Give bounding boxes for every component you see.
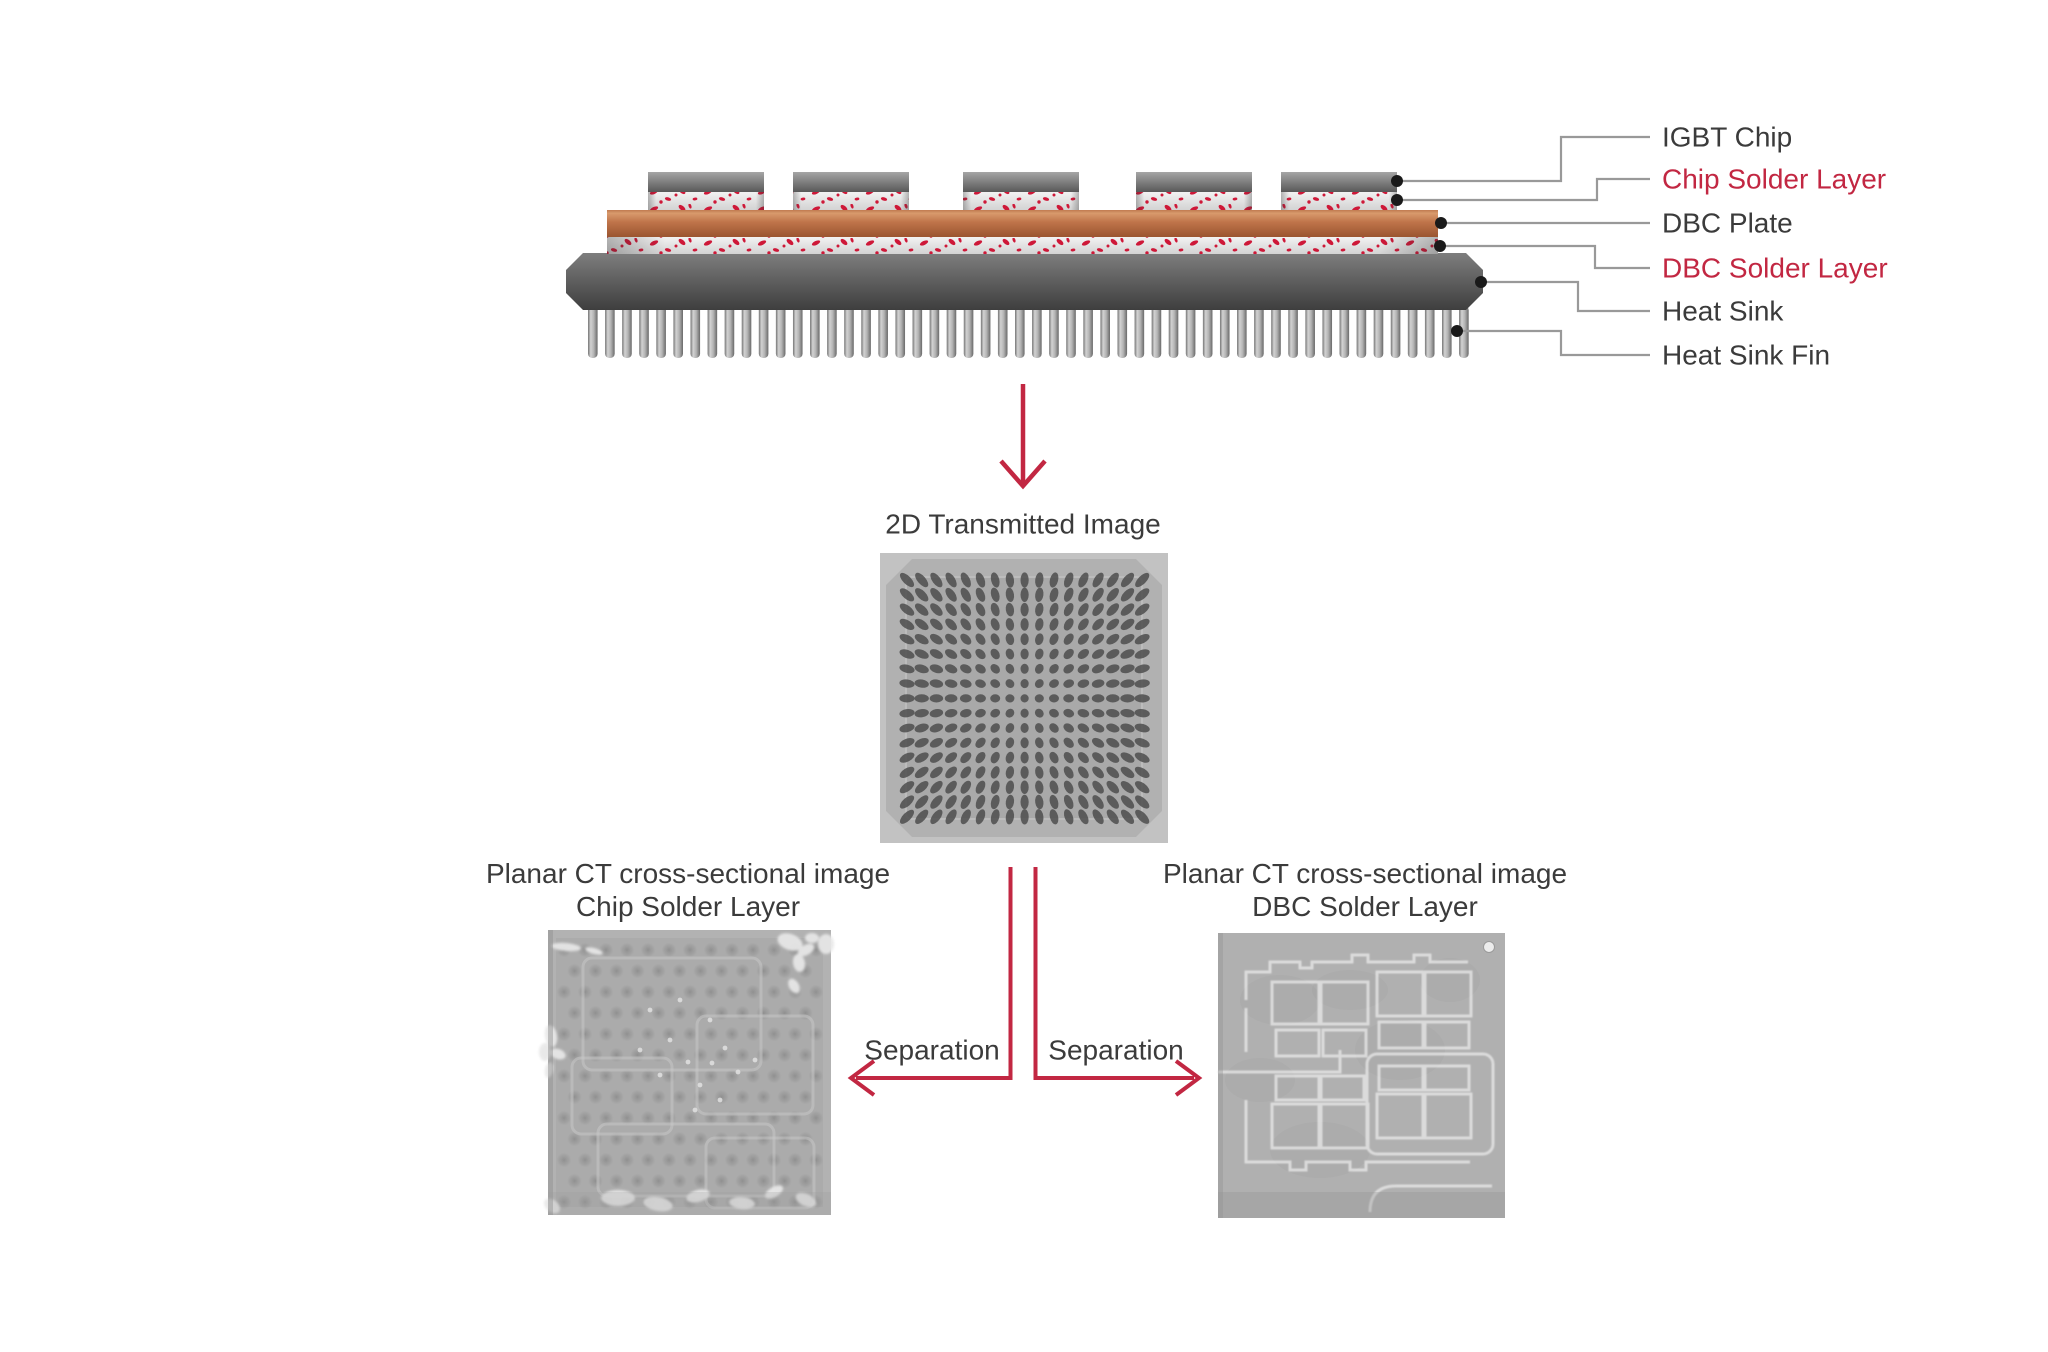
ct-image-chip-solder	[539, 930, 834, 1215]
xray-transmitted-image	[880, 553, 1168, 843]
label-dbc-plate: DBC Plate	[1662, 207, 1793, 239]
label-separation-right: Separation	[1048, 1034, 1184, 1066]
heat-sink-fins	[588, 306, 1469, 358]
separation-arrows	[847, 867, 1203, 1097]
label-igbt-chip: IGBT Chip	[1662, 121, 1793, 153]
caption-ct-dbc-solder: Planar CT cross-sectional image DBC Sold…	[1163, 857, 1567, 923]
down-arrow	[999, 384, 1047, 490]
caption-ct-chip-solder-line1: Planar CT cross-sectional image	[485, 858, 891, 889]
igbt-chip-5	[1281, 172, 1397, 210]
caption-ct-dbc-solder-line2: DBC Solder Layer	[1252, 891, 1478, 922]
igbt-chip-2	[793, 172, 909, 210]
caption-ct-chip-solder-line2: Chip Solder Layer	[575, 891, 801, 922]
label-separation-left: Separation	[864, 1034, 1000, 1066]
label-heat-sink-fin: Heat Sink Fin	[1662, 339, 1831, 371]
igbt-chip-3	[963, 172, 1079, 210]
igbt-chip-4	[1136, 172, 1252, 210]
label-heat-sink: Heat Sink	[1662, 295, 1784, 327]
dbc-plate	[607, 210, 1438, 237]
ct-image-dbc-solder	[1218, 933, 1505, 1218]
igbt-module-illustration	[566, 172, 1483, 358]
leader-lines	[1391, 135, 1650, 357]
dbc-solder-layer	[607, 237, 1438, 254]
caption-ct-chip-solder: Planar CT cross-sectional image Chip Sol…	[486, 857, 890, 923]
label-chip-solder-layer: Chip Solder Layer	[1662, 163, 1887, 195]
caption-2d-transmitted-image: 2D Transmitted Image	[885, 508, 1161, 540]
heat-sink-body	[566, 253, 1483, 310]
igbt-chip-1	[648, 172, 764, 210]
label-dbc-solder-layer: DBC Solder Layer	[1662, 252, 1888, 284]
caption-ct-dbc-solder-line1: Planar CT cross-sectional image	[1162, 858, 1568, 889]
